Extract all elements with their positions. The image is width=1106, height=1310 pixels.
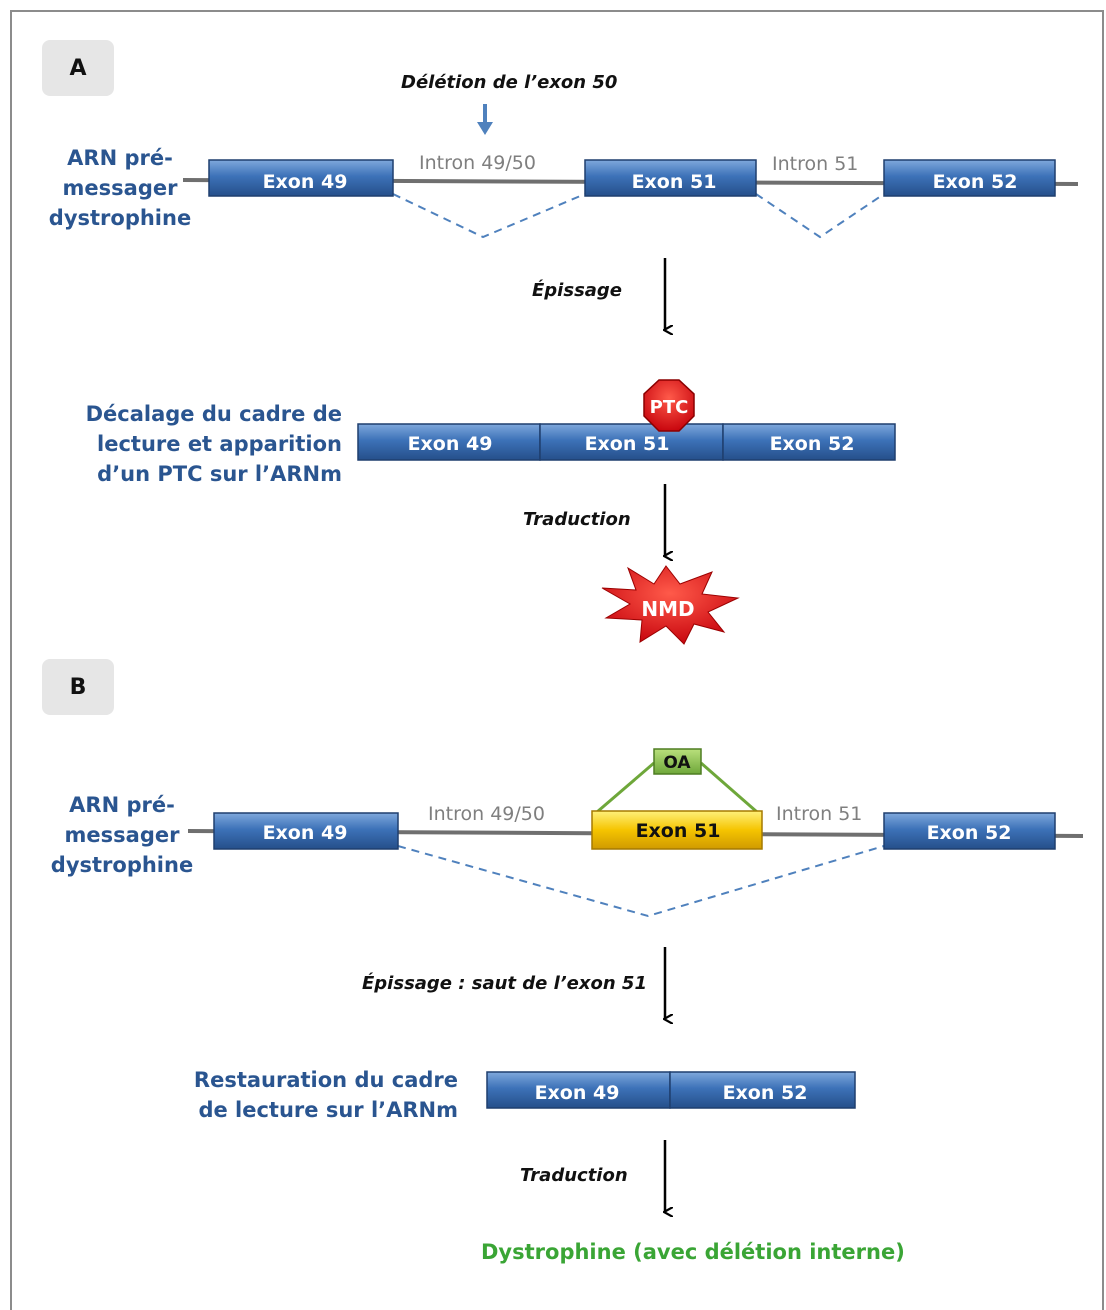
pre-mrna-label-b-text: ARN pré- messager dystrophine (50, 793, 194, 877)
mrna-exon-label-b-49: Exon 49 (535, 1082, 620, 1104)
exon-box-a-52: Exon 52 (883, 159, 1056, 197)
deletion-note: Délétion de l’exon 50 (401, 72, 618, 93)
splice-path-a-1 (392, 193, 586, 239)
figure-frame (10, 10, 1104, 1310)
restore-label: Restauration du cadre de lecture sur l’A… (190, 1065, 458, 1125)
exon-box-b-49: Exon 49 (213, 812, 399, 850)
intron-label-b-2: Intron 51 (776, 803, 863, 825)
deletion-arrow-icon (477, 104, 493, 135)
ptc-stop-icon: PTC (643, 379, 695, 432)
step-splicing-a: Épissage (532, 280, 623, 301)
intron-label-b-1: Intron 49/50 (428, 803, 545, 825)
step-translation-a: Traduction (523, 509, 631, 530)
mrna-exon-b-49: Exon 49 (486, 1071, 671, 1109)
oa-connector (596, 761, 758, 814)
frameshift-label: Décalage du cadre de lecture et appariti… (80, 399, 342, 489)
panel-label-b-text: B (69, 674, 87, 700)
pre-mrna-label-b: ARN pré- messager dystrophine (42, 790, 202, 880)
oa-box: OA (653, 748, 702, 775)
mrna-exon-label-a-51: Exon 51 (585, 433, 670, 455)
pre-mrna-label-a: ARN pré- messager dystrophine (40, 143, 200, 233)
panel-label-a: A (42, 40, 114, 96)
exon-box-b-51: Exon 51 (591, 810, 763, 850)
panel-label-a-text: A (69, 55, 87, 81)
restore-label-text: Restauration du cadre de lecture sur l’A… (193, 1068, 458, 1122)
splice-path-b (397, 845, 885, 918)
step-translation-b: Traduction (520, 1165, 628, 1186)
exon-label-a-52: Exon 52 (933, 171, 1018, 193)
oa-label: OA (663, 753, 691, 773)
exon-label-b-49: Exon 49 (263, 822, 348, 844)
mrna-exon-a-52: Exon 52 (722, 423, 896, 461)
mrna-exon-label-b-52: Exon 52 (723, 1082, 808, 1104)
panel-label-b: B (42, 659, 114, 715)
exon-box-b-52: Exon 52 (883, 812, 1056, 850)
nmd-label: NMD (641, 597, 694, 621)
mrna-exon-a-51: Exon 51 (539, 423, 724, 461)
exon-label-b-51: Exon 51 (636, 820, 721, 842)
exon-label-a-51: Exon 51 (632, 171, 717, 193)
pre-mrna-label-a-text: ARN pré- messager dystrophine (48, 146, 192, 230)
result-label: Dystrophine (avec délétion interne) (481, 1240, 905, 1264)
intron-label-a-1: Intron 49/50 (419, 152, 536, 174)
mrna-exon-label-a-52: Exon 52 (770, 433, 855, 455)
ptc-label: PTC (650, 397, 689, 418)
mrna-exon-b-52: Exon 52 (669, 1071, 856, 1109)
splice-path-a-2 (755, 193, 885, 239)
exon-box-a-51: Exon 51 (584, 159, 757, 197)
step-splicing-b: Épissage : saut de l’exon 51 (362, 973, 647, 994)
intron-label-a-2: Intron 51 (772, 153, 859, 175)
nmd-burst-icon: NMD (601, 565, 740, 645)
exon-label-b-52: Exon 52 (927, 822, 1012, 844)
mrna-exon-label-a-49: Exon 49 (408, 433, 493, 455)
exon-box-a-49: Exon 49 (208, 159, 394, 197)
mrna-exon-a-49: Exon 49 (357, 423, 541, 461)
exon-label-a-49: Exon 49 (263, 171, 348, 193)
frameshift-label-text: Décalage du cadre de lecture et appariti… (85, 402, 342, 486)
